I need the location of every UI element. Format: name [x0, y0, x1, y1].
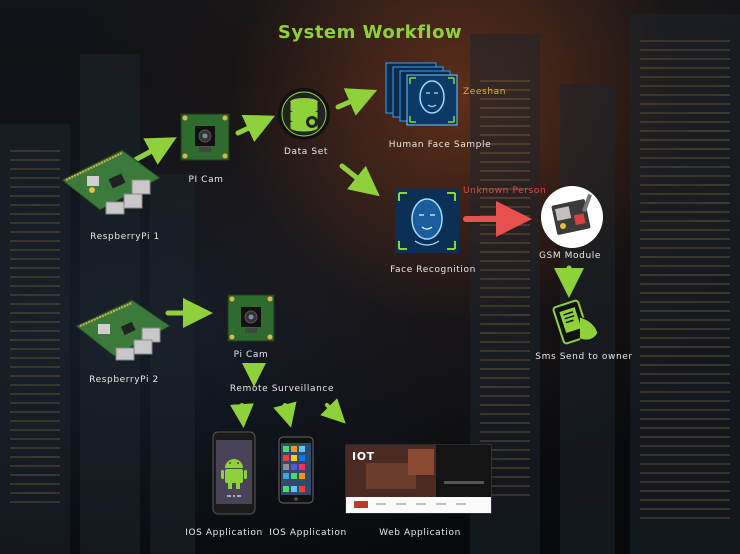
label-gsm: GSM Module: [538, 251, 602, 261]
label-picam2: Pi Cam: [233, 350, 269, 360]
label-face-sample: Human Face Sample: [388, 140, 492, 150]
web-app-logo: IOT: [352, 450, 375, 463]
label-app1: IOS Application: [185, 528, 263, 538]
face-scan-icon: [395, 189, 459, 253]
label-remote-surveillance: Remote Surveillance: [229, 384, 335, 394]
sms-phone-icon: [552, 299, 599, 345]
arrow-picam1-to-dataset: [235, 114, 276, 143]
background-windows: [10, 150, 60, 510]
diagram-title: System Workflow: [277, 22, 463, 43]
android-phone-icon: [212, 431, 256, 515]
arrow-dataset-to-facerec: [339, 163, 380, 197]
background-building: [0, 124, 70, 554]
arrow-rpi1-to-picam1: [132, 137, 177, 165]
background-windows: [640, 40, 730, 520]
label-picam1: PI Cam: [188, 175, 224, 185]
camera-module-icon: [227, 294, 275, 342]
database-icon: [278, 88, 330, 140]
label-sms: Sms Send to owner: [535, 352, 633, 362]
label-web: Web Application: [379, 528, 461, 538]
background-windows: [480, 80, 530, 500]
label-dataset: Data Set: [284, 147, 328, 157]
label-app2: IOS Application: [269, 528, 347, 538]
label-unknown-person: Unknown Person: [463, 186, 547, 196]
iphone-icon: [278, 436, 314, 504]
background-building: [630, 14, 740, 554]
background-building: [150, 174, 195, 554]
web-browser-icon: [345, 444, 492, 514]
gsm-module-icon: [541, 186, 603, 248]
arrow-remote-to-web: [320, 398, 346, 424]
arrow-remote-to-app1: [229, 403, 254, 428]
label-rpi1: RespberryPi 1: [90, 232, 160, 242]
camera-module-icon: [180, 113, 230, 161]
face-scan-icon: [385, 62, 458, 126]
arrow-dataset-to-facesample: [335, 88, 378, 116]
raspberry-pi-icon: [75, 299, 171, 361]
raspberry-pi-icon: [61, 149, 161, 215]
label-zeeshan: Zeeshan: [463, 87, 507, 97]
label-rpi2: RespberryPi 2: [89, 375, 159, 385]
arrow-remote-to-app2: [273, 401, 297, 428]
label-face-recognition: Face Recognition: [390, 265, 476, 275]
